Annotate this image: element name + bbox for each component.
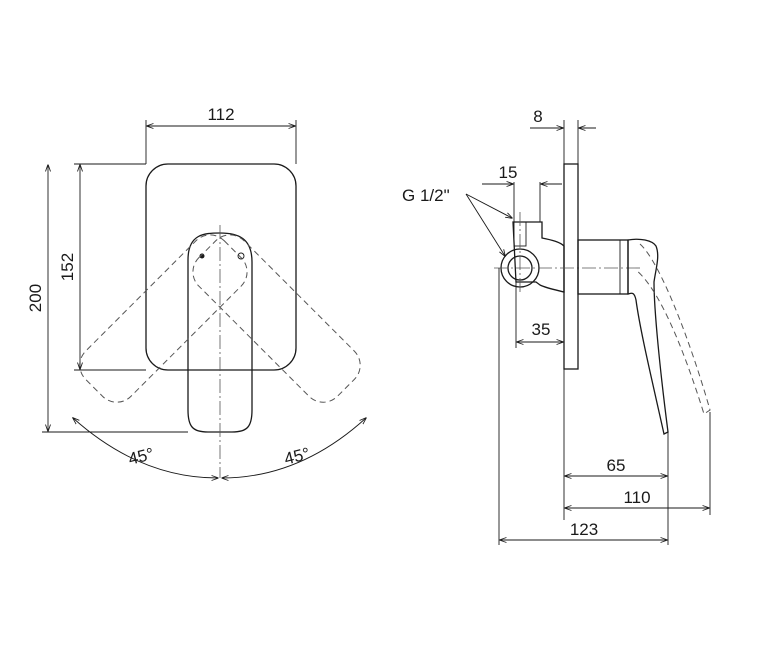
dim-lever-depth-65: 65 (565, 456, 667, 476)
thread-leader-1 (465, 193, 512, 218)
dim-body-depth-35: 35 (515, 282, 565, 348)
side-valve-body (512, 221, 565, 293)
thread-leader-2 (465, 193, 505, 256)
dim-thread-offset-label: 15 (499, 163, 518, 182)
dim-overall-depth-label: 123 (570, 520, 598, 539)
side-lever-rotated (635, 243, 711, 415)
handle-rotated-right (192, 234, 361, 403)
dim-plate-thickness-8: 8 (530, 107, 596, 164)
handle-indicator-dot (199, 253, 205, 259)
angle-arc-left (73, 418, 218, 478)
dim-width-112: 112 (145, 105, 297, 164)
dim-overall-height-label: 200 (26, 284, 45, 312)
front-wall-plate (145, 163, 297, 371)
angle-right-label: 45° (282, 444, 312, 469)
side-hub (577, 239, 629, 295)
angle-left-label: 45° (126, 444, 156, 469)
handle-indicator-ring (237, 252, 245, 260)
front-view: 45° 45° 112 152 200 (26, 105, 368, 478)
dim-thread-offset-15: 15 (482, 163, 562, 222)
dim-lever-depth-label: 65 (607, 456, 626, 475)
dim-overall-depth-123: 123 (500, 520, 667, 540)
dim-projection-label: 110 (623, 488, 650, 507)
thread-label: G 1/2" (402, 186, 450, 205)
dim-projection-110: 110 (565, 488, 709, 508)
dim-plate-thickness-label: 8 (533, 107, 542, 126)
dim-plate-height-152: 152 (58, 163, 146, 371)
dim-overall-height-200: 200 (26, 165, 188, 433)
side-wall-plate (563, 163, 579, 370)
side-view: 8 15 G 1/2" 35 65 (402, 107, 711, 545)
side-lever (627, 238, 669, 435)
handle-rotated-left (79, 234, 248, 403)
dim-plate-height-label: 152 (58, 253, 77, 281)
dim-body-depth-label: 35 (532, 320, 551, 339)
dim-width-label: 112 (207, 105, 234, 124)
angle-arc-right (222, 418, 366, 478)
